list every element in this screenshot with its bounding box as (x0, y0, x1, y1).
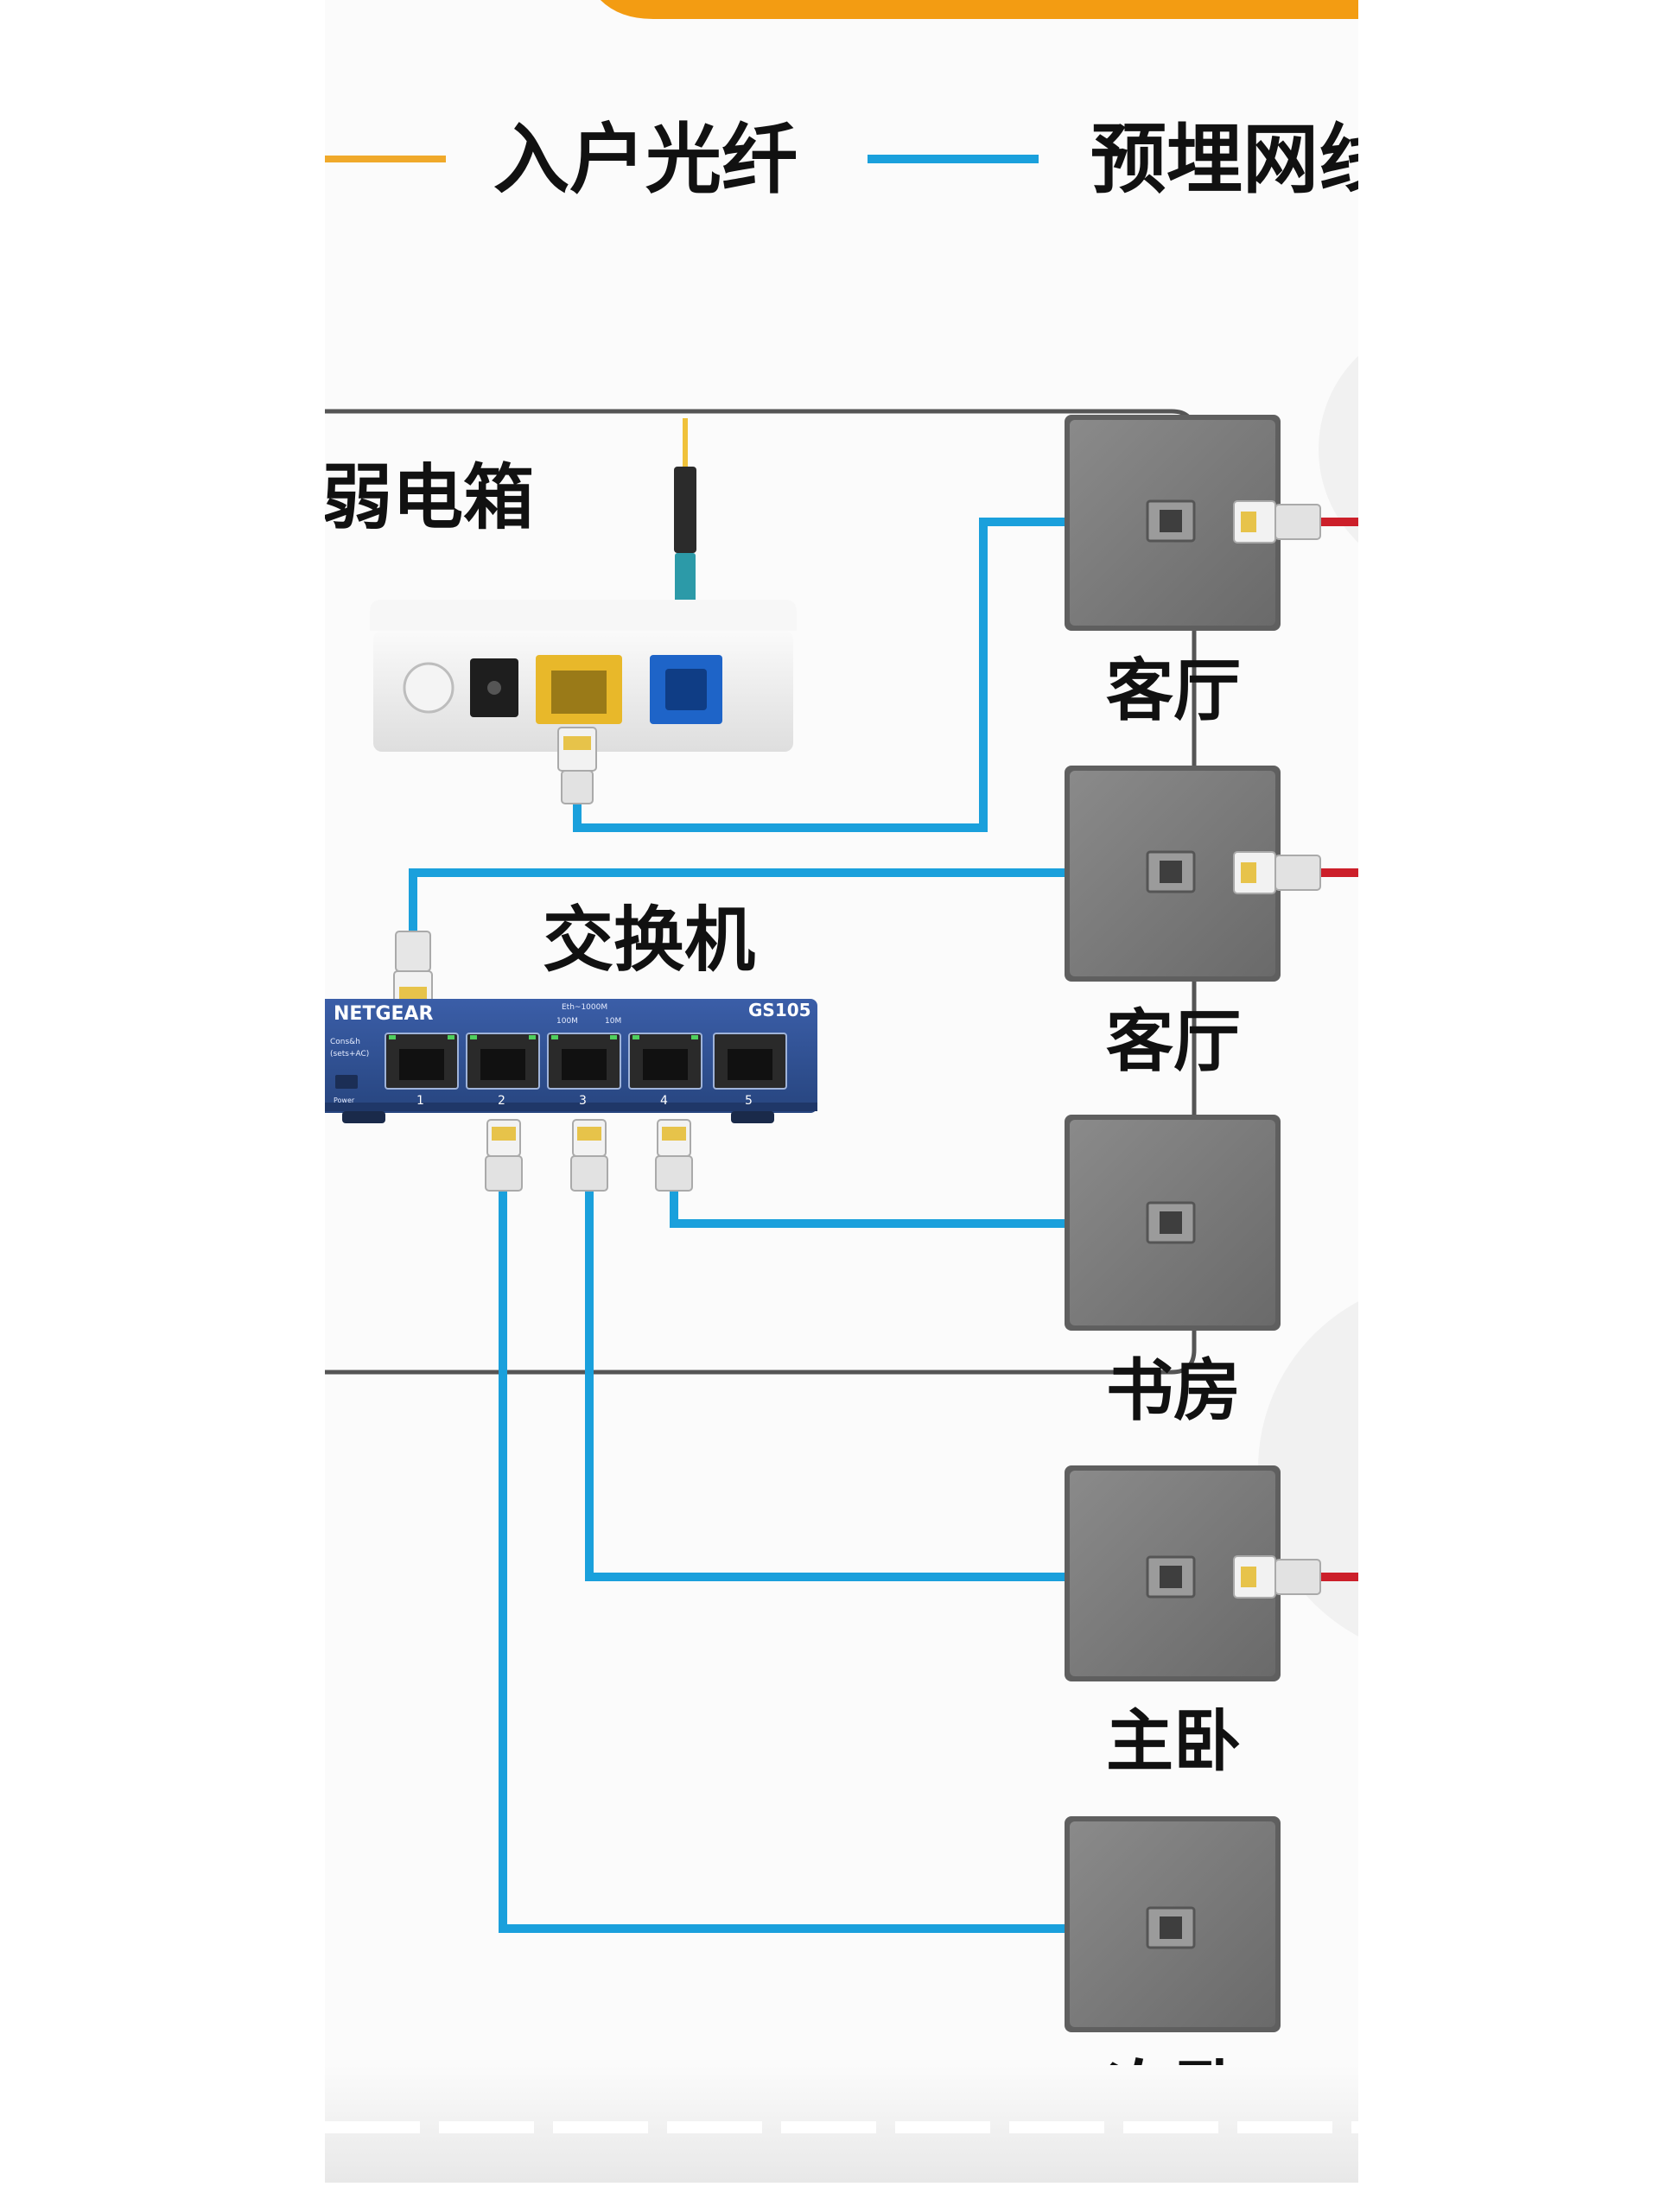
room-label-study: 书房 (1106, 1352, 1241, 1430)
cabinet-box (325, 409, 1197, 1375)
legend-fiber-label: 入户光纤 (493, 115, 798, 204)
switch-uplink-plug (393, 931, 433, 1008)
switch-port-1-number: 1 (416, 1094, 424, 1108)
switch-port-2-number: 2 (498, 1094, 505, 1108)
switch-port-3: 3 (547, 1033, 621, 1108)
patch-cord-master-bedroom (1233, 1555, 1358, 1599)
switch-port-3-plug (570, 1119, 608, 1192)
switch-port-4: 4 (628, 1033, 702, 1108)
switch-brand: NETGEAR (334, 1003, 434, 1025)
background-decoration (1258, 1301, 1358, 1637)
switch-port-4-number: 4 (660, 1094, 668, 1108)
wall-plate-livingroom-2 (1065, 766, 1281, 982)
modem-rj45-plug (557, 727, 597, 804)
fiber-connector-body (674, 467, 696, 553)
wall-plate-study (1065, 1115, 1281, 1331)
switch-speed-100: 100M (556, 1017, 578, 1026)
fiber-connector-head (675, 553, 696, 610)
switch-port-5: 5 (713, 1033, 787, 1108)
room-label-master-bedroom: 主卧 (1106, 1703, 1241, 1781)
switch-port-5-number: 5 (745, 1094, 753, 1108)
patch-cord-livingroom-2 (1233, 851, 1358, 894)
optical-modem (370, 600, 797, 752)
switch-port-3-number: 3 (579, 1094, 587, 1108)
background-decoration (1319, 355, 1358, 543)
switch-port-1: 1 (385, 1033, 459, 1108)
switch-left-label-b: (sets+AC) (330, 1050, 369, 1058)
cable-switch-port4-to-study (670, 1191, 1068, 1228)
cable-switch-port2-to-second-bedroom (499, 1191, 1068, 1933)
cable-switch-port3-to-master-bedroom (585, 1191, 1068, 1581)
legend-cable-label: 预埋网线 (1090, 115, 1358, 204)
switch-speed-10: 10M (605, 1017, 621, 1026)
diagram-canvas: 入户光纤 预埋网线 弱电箱 交换机 (325, 0, 1358, 2183)
switch-power-label: Power (334, 1096, 355, 1104)
switch-left-label-a: Cons&h (330, 1038, 360, 1046)
switch-port-2-plug (485, 1119, 523, 1192)
patch-cord-livingroom-1 (1233, 500, 1358, 543)
wall-plate-master-bedroom (1065, 1465, 1281, 1681)
cable-modem-to-livingroom-1 (573, 518, 1068, 832)
switch-port-2: 2 (466, 1033, 540, 1108)
network-cables (409, 518, 1068, 1933)
legend: 入户光纤 预埋网线 (325, 115, 1358, 204)
network-switch: NETGEAR GS105 Eth~1000M 100M 10M Cons&h … (325, 999, 817, 1123)
room-label-livingroom-1: 客厅 (1106, 652, 1241, 730)
top-banner (600, 0, 1358, 19)
cabinet-title: 弱电箱 (325, 457, 534, 539)
wall-plate-second-bedroom (1065, 1816, 1281, 2032)
modem-power-button (403, 662, 454, 714)
switch-speed-label: Eth~1000M (562, 1003, 607, 1012)
switch-model: GS105 (748, 1000, 811, 1020)
cable-switch-uplink-to-livingroom-2 (409, 868, 1068, 933)
switch-port-4-plug (655, 1119, 693, 1192)
switch-ports: 1 2 3 4 (385, 1033, 787, 1108)
room-label-livingroom-2: 客厅 (1106, 1003, 1241, 1081)
network-wiring-diagram: 入户光纤 预埋网线 弱电箱 交换机 (325, 0, 1358, 2183)
wall-plate-livingroom-1 (1065, 415, 1281, 631)
switch-title: 交换机 (543, 899, 755, 982)
